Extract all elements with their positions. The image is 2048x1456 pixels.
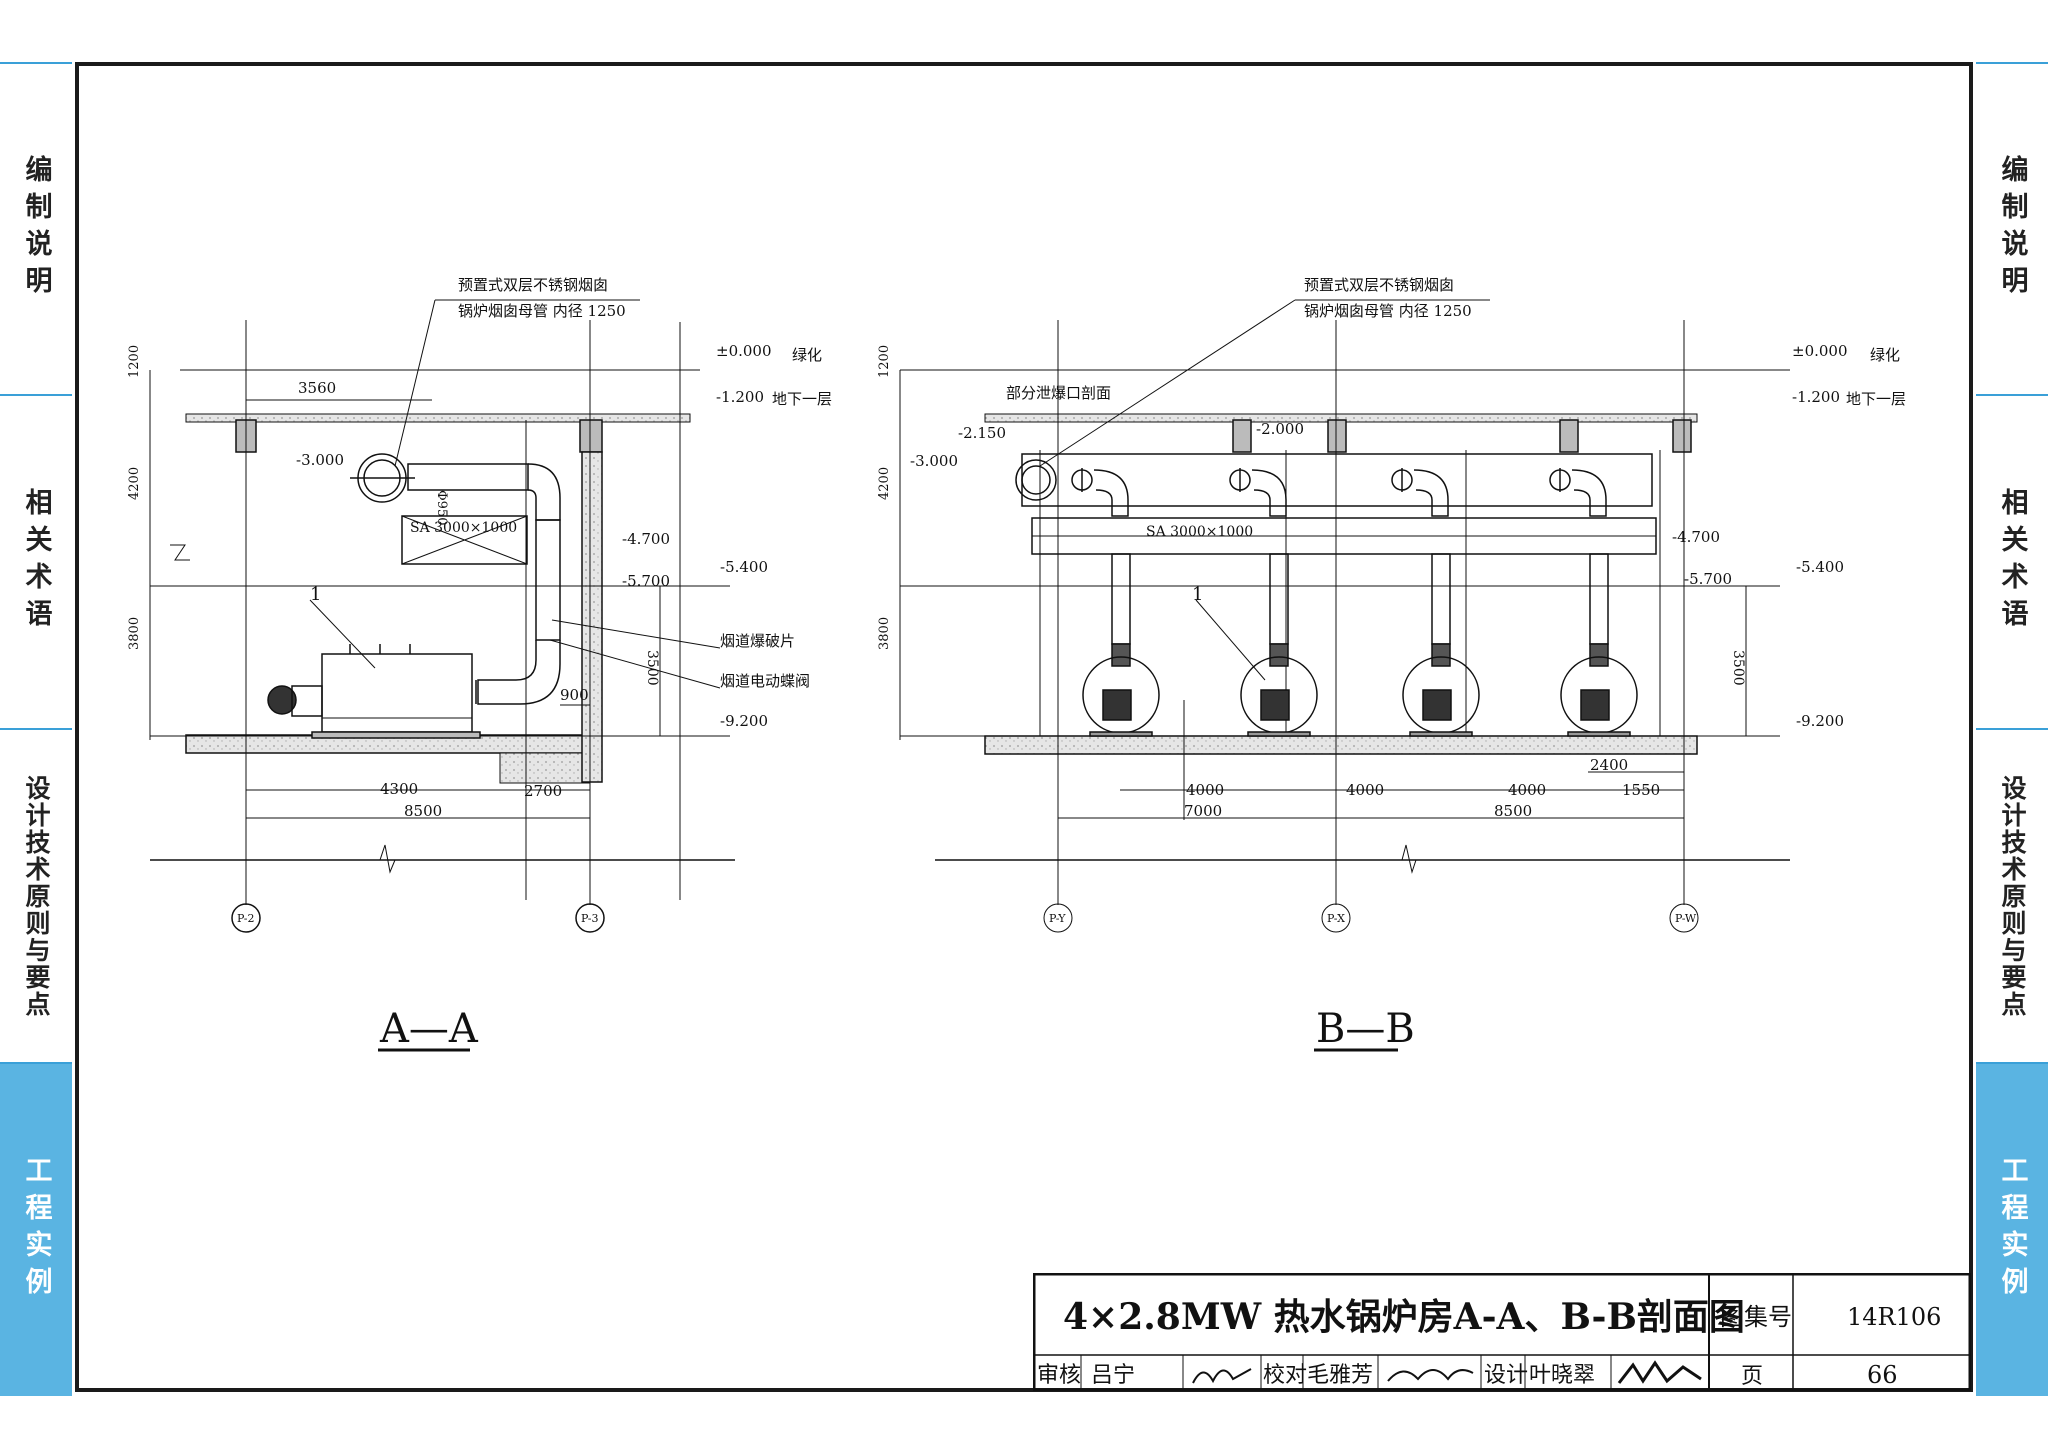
bb-elev-ground-note: 绿化 — [1870, 346, 1900, 364]
bb-elev-m2150: -2.150 — [958, 424, 1006, 442]
page-number: 66 — [1867, 1361, 1898, 1389]
review-label: 审核 — [1037, 1363, 1081, 1388]
bb-elev-m2000: -2.000 — [1256, 420, 1304, 438]
atlas-label: 图集号 — [1720, 1303, 1792, 1331]
bb-dim-8500: 8500 — [1494, 802, 1532, 820]
bb-dim-4200: 4200 — [877, 467, 892, 500]
aa-elev-m9200: -9.200 — [720, 712, 768, 730]
drawing-title: 4×2.8MW 热水锅炉房A-A、B-B剖面图 — [1063, 1296, 1745, 1338]
aa-elev-ground: ±0.000 — [716, 342, 772, 360]
tab-design-principles-right[interactable]: 设计技术原则与要点 — [1976, 728, 2048, 1062]
checker-name: 毛雅芳 — [1307, 1363, 1373, 1388]
aa-dim-4200: 4200 — [127, 467, 142, 500]
aa-dim-1200: 1200 — [127, 345, 142, 378]
tab-preparation-notes-left[interactable]: 编制说明 — [0, 62, 72, 394]
reviewer-signature — [1192, 1368, 1252, 1384]
atlas-number: 14R106 — [1847, 1303, 1941, 1331]
bb-item-1: 1 — [1192, 584, 1203, 605]
bb-boilers — [1071, 468, 1638, 737]
bb-elev-ground: ±0.000 — [1792, 342, 1848, 360]
bb-elev-m5700: -5.700 — [1684, 570, 1732, 588]
aa-elev-m5400: -5.400 — [720, 558, 768, 576]
aa-elev-ground-note: 绿化 — [792, 346, 822, 364]
checker-signature — [1387, 1369, 1474, 1382]
reviewer-name: 吕宁 — [1091, 1363, 1135, 1388]
bb-dim-2400: 2400 — [1590, 756, 1628, 774]
bb-dim-4000c: 4000 — [1508, 781, 1546, 799]
design-label: 设计 — [1484, 1363, 1528, 1388]
designer-name: 叶晓翠 — [1529, 1363, 1595, 1388]
aa-item-1: 1 — [310, 584, 321, 605]
aa-elev-b1: -1.200 — [716, 388, 764, 406]
aa-dim-3800: 3800 — [127, 617, 142, 650]
bb-dim-4000b: 4000 — [1346, 781, 1384, 799]
aa-axis-right: P-3 — [581, 912, 599, 925]
bb-elev-m9200: -9.200 — [1796, 712, 1844, 730]
tab-project-examples-right[interactable]: 工程实例 — [1976, 1062, 2048, 1396]
tab-design-principles-left[interactable]: 设计技术原则与要点 — [0, 728, 72, 1062]
boiler-unit-4 — [1549, 468, 1638, 737]
aa-dim-3560: 3560 — [298, 379, 336, 397]
bb-elev-b1-note: 地下一层 — [1846, 390, 1906, 408]
page-label: 页 — [1741, 1364, 1763, 1389]
aa-dim-4300: 4300 — [380, 780, 418, 798]
section-aa-labels: 预置式双层不锈钢烟囱 锅炉烟囱母管 内径 1250 ±0.000 绿化 -1.2… — [127, 276, 832, 1052]
check-label: 校对 — [1263, 1363, 1307, 1388]
tab-terminology-right[interactable]: 相关术语 — [1976, 394, 2048, 728]
bb-elev-m5400: -5.400 — [1796, 558, 1844, 576]
aa-dim-2700: 2700 — [524, 782, 562, 800]
bb-axis-left: P-Y — [1049, 912, 1066, 925]
aa-duct-label: SA 3000×1000 — [410, 520, 517, 536]
tab-terminology-left[interactable]: 相关术语 — [0, 394, 72, 728]
aa-elev-m3000: -3.000 — [296, 451, 344, 469]
bb-elev-b1: -1.200 — [1792, 388, 1840, 406]
aa-dim-3500: 3500 — [644, 650, 660, 686]
designer-signature — [1617, 1360, 1702, 1384]
bb-duct-label: SA 3000×1000 — [1146, 524, 1253, 540]
boiler-unit-1 — [1071, 468, 1160, 737]
title-block: 4×2.8MW 热水锅炉房A-A、B-B剖面图 图集号 14R106 审核 吕宁… — [1033, 1273, 1971, 1391]
bb-note-chimney: 预置式双层不锈钢烟囱 — [1304, 276, 1454, 294]
aa-axis-left: P-2 — [237, 912, 255, 925]
bb-dim-3800: 3800 — [877, 617, 892, 650]
aa-label-valve: 烟道电动蝶阀 — [720, 672, 810, 690]
section-bb — [899, 320, 1790, 900]
tab-project-examples-left[interactable]: 工程实例 — [0, 1062, 72, 1396]
bb-note-relief: 部分泄爆口剖面 — [1006, 384, 1111, 402]
bb-section-title: B—B — [1316, 1006, 1415, 1052]
aa-dim-950: Φ950 — [434, 490, 449, 525]
boiler-unit-2 — [1229, 468, 1318, 737]
bb-axis-right: P-W — [1675, 912, 1697, 925]
aa-dim-900: 900 — [560, 686, 589, 704]
bb-axis-mid: P-X — [1327, 912, 1345, 925]
bb-dim-3500: 3500 — [1730, 650, 1746, 686]
boiler-unit-3 — [1391, 468, 1480, 737]
aa-note-chimney: 预置式双层不锈钢烟囱 — [458, 276, 608, 294]
section-bb-labels: 预置式双层不锈钢烟囱 锅炉烟囱母管 内径 1250 部分泄爆口剖面 ±0.000… — [877, 276, 1906, 1052]
section-aa — [149, 299, 735, 1052]
aa-elev-m5700: -5.700 — [622, 572, 670, 590]
aa-note-header: 锅炉烟囱母管 内径 1250 — [458, 302, 626, 320]
aa-label-burst: 烟道爆破片 — [720, 632, 795, 650]
bb-elev-m3000: -3.000 — [910, 452, 958, 470]
aa-elev-b1-note: 地下一层 — [772, 390, 832, 408]
bb-dim-1200: 1200 — [877, 345, 892, 378]
tab-preparation-notes-right[interactable]: 编制说明 — [1976, 62, 2048, 394]
aa-elev-m4700: -4.700 — [622, 530, 670, 548]
bb-dim-7000: 7000 — [1184, 802, 1222, 820]
aa-dim-8500: 8500 — [404, 802, 442, 820]
bb-dim-4000a: 4000 — [1186, 781, 1224, 799]
aa-section-title: A—A — [379, 1006, 479, 1052]
section-bb-lines — [1039, 299, 1747, 1052]
drawing-frame — [75, 62, 1973, 1392]
bb-note-header: 锅炉烟囱母管 内径 1250 — [1304, 302, 1472, 320]
bb-dim-1550: 1550 — [1622, 781, 1660, 799]
bb-elev-m4700: -4.700 — [1672, 528, 1720, 546]
